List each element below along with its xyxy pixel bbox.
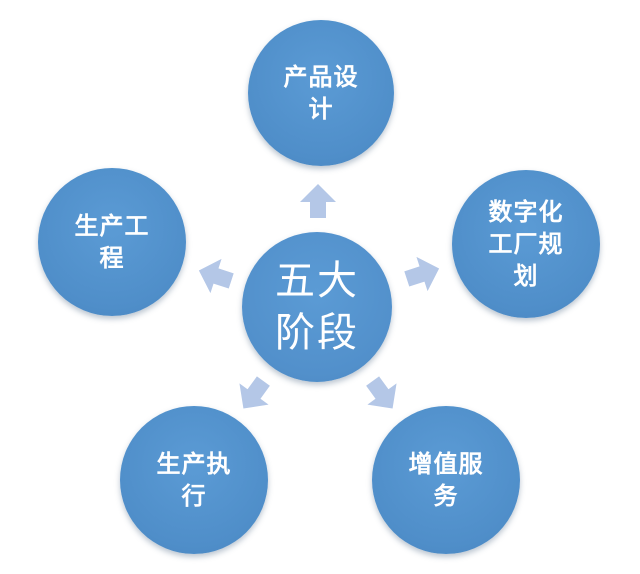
stage-circle-production-engineering: 生产工 程 (38, 168, 186, 316)
stage-label: 增值服 务 (408, 450, 484, 510)
center-circle: 五大 阶段 (242, 232, 392, 382)
arrow-left-icon (191, 251, 241, 301)
stage-label: 数字化 工厂规 划 (488, 198, 564, 290)
arrow-down-right-icon (354, 366, 410, 422)
stage-circle-digital-factory-planning: 数字化 工厂规 划 (452, 170, 600, 318)
arrow-right-icon (397, 249, 447, 299)
stage-circle-production-execution: 生产执 行 (120, 406, 268, 554)
stage-circle-value-added-services: 增值服 务 (372, 406, 520, 554)
stage-label: 产品设 计 (283, 63, 359, 123)
arrow-up-icon (298, 182, 338, 222)
stage-label: 生产执 行 (156, 450, 232, 510)
stage-label: 生产工 程 (74, 212, 150, 272)
arrow-down-left-icon (226, 366, 282, 422)
center-label: 五大 阶段 (275, 258, 359, 356)
stage-circle-product-design: 产品设 计 (248, 20, 394, 166)
